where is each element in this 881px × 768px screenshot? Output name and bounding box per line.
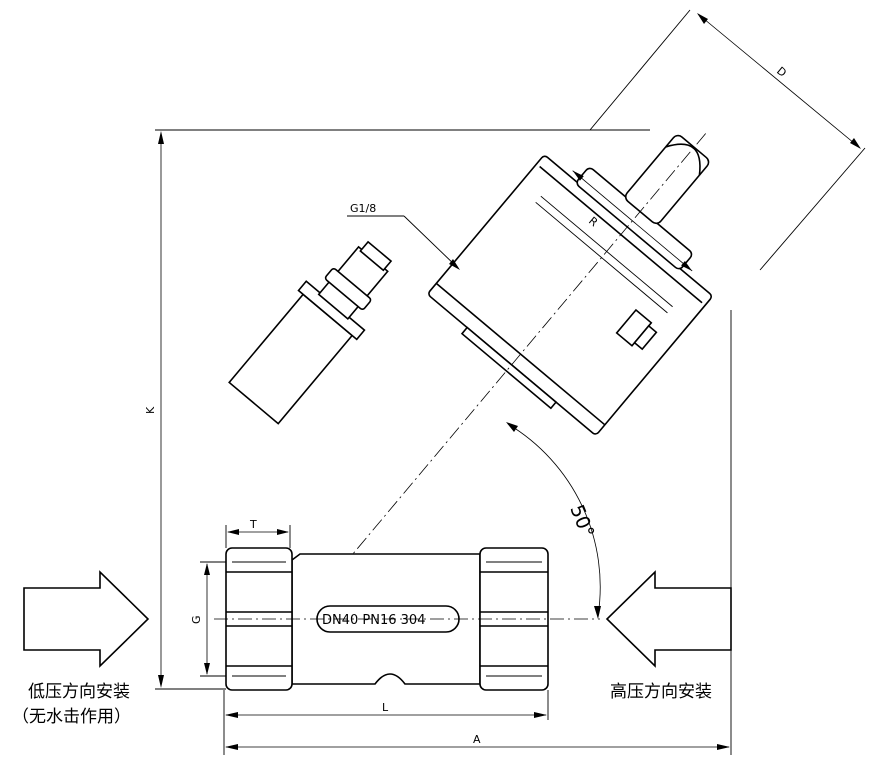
high-pressure-arrow: [605, 570, 732, 668]
valve-body: DN40 PN16 304: [214, 547, 600, 691]
actuator-assembly: [228, 133, 712, 556]
dimension-L: L: [225, 701, 547, 718]
port-leader: G1/8: [347, 202, 460, 270]
dimension-G: G: [190, 563, 210, 675]
bonnet: [228, 240, 393, 425]
left-end-fitting: [225, 547, 293, 691]
no-water-hammer-note: （无水击作用）: [12, 707, 131, 727]
high-pressure-note: 高压方向安装: [610, 682, 712, 702]
dim-D-label: D: [774, 64, 789, 79]
dimension-R: [572, 170, 693, 272]
dimension-A: A: [225, 733, 730, 750]
dim-L-label: L: [382, 701, 389, 714]
dim-K-label: K: [144, 406, 157, 414]
extension-lines: [155, 129, 732, 755]
port-label: G1/8: [350, 202, 376, 215]
low-pressure-arrow: [23, 570, 150, 668]
dim-A-label: A: [473, 733, 481, 746]
body-marking: DN40 PN16 304: [322, 613, 425, 628]
dim-G-label: G: [190, 615, 203, 624]
low-pressure-note: 低压方向安装: [28, 682, 130, 702]
dimension-K: K: [144, 131, 164, 688]
dim-T-label: T: [249, 518, 257, 531]
port-fitting: [615, 308, 658, 351]
dimension-T: T: [225, 518, 291, 548]
